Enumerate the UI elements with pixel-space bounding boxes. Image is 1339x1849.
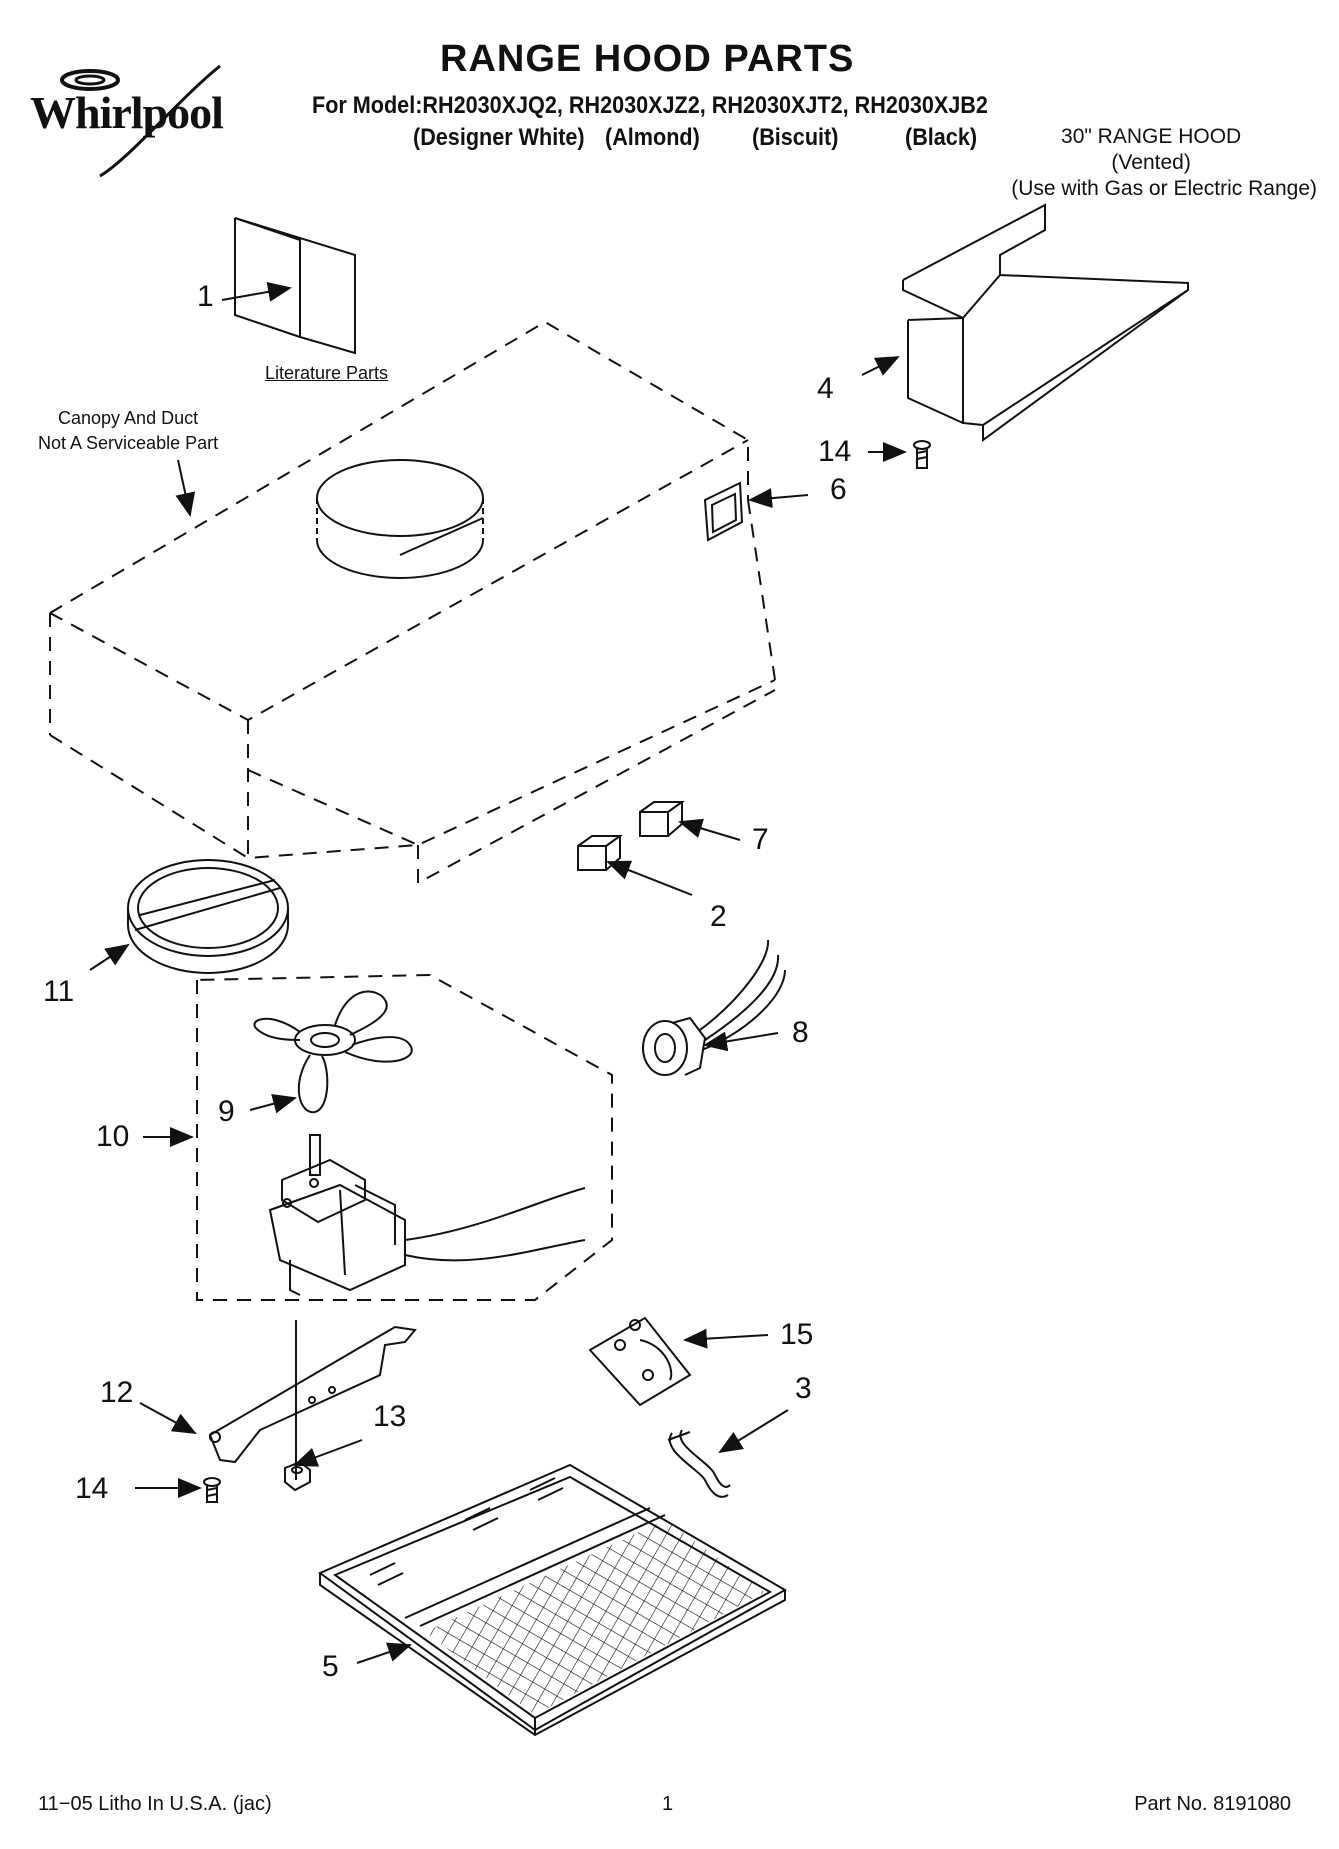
callout-8: 8 bbox=[792, 1016, 809, 1049]
hood-usage: (Use with Gas or Electric Range) bbox=[1011, 177, 1317, 200]
duct-collar bbox=[316, 459, 484, 579]
lamp-bracket bbox=[588, 1316, 692, 1407]
hex-nut bbox=[284, 1460, 311, 1492]
callout-4: 4 bbox=[817, 372, 834, 405]
callout-2: 2 bbox=[710, 900, 727, 933]
callout-13: 13 bbox=[373, 1400, 407, 1433]
callout-3: 3 bbox=[795, 1372, 812, 1405]
literature-parts-label: Literature Parts bbox=[265, 363, 389, 383]
callout-7: 7 bbox=[752, 823, 769, 856]
canopy-note-line1: Canopy And Duct bbox=[58, 408, 199, 428]
page-title: RANGE HOOD PARTS bbox=[440, 38, 855, 80]
callout-1: 1 bbox=[197, 280, 214, 313]
grease-filter bbox=[317, 1463, 788, 1737]
color-black: (Black) bbox=[905, 124, 978, 151]
footer-litho: 11−05 Litho In U.S.A. (jac) bbox=[38, 1793, 272, 1815]
color-almond: (Almond) bbox=[605, 124, 700, 151]
leader-arrows bbox=[89, 281, 907, 1664]
callout-10: 10 bbox=[96, 1120, 130, 1153]
screw-lower bbox=[203, 1477, 221, 1503]
wire-clip bbox=[667, 1429, 731, 1498]
callout-12: 12 bbox=[100, 1376, 134, 1409]
lamp-socket bbox=[642, 939, 786, 1076]
filter-mesh bbox=[425, 1520, 765, 1715]
brand-wordmark: Whirlpool bbox=[30, 87, 224, 138]
footer-page-number: 1 bbox=[662, 1793, 674, 1815]
damper-assembly bbox=[902, 203, 1189, 442]
color-biscuit: (Biscuit) bbox=[752, 124, 839, 151]
callout-11: 11 bbox=[43, 975, 75, 1008]
screw-upper bbox=[913, 440, 931, 469]
blower-motor bbox=[268, 1134, 586, 1296]
whirlpool-logo: Whirlpool bbox=[30, 58, 280, 178]
callout-6: 6 bbox=[830, 473, 847, 506]
canopy-outline bbox=[49, 320, 776, 885]
hood-type: (Vented) bbox=[1111, 151, 1191, 174]
hood-size: 30" RANGE HOOD bbox=[1061, 125, 1242, 148]
logo-swirl-icon bbox=[60, 64, 221, 178]
callout-14-upper: 14 bbox=[818, 435, 852, 468]
canopy-note: Canopy And Duct Not A Serviceable Part bbox=[38, 406, 218, 456]
color-designer-white: (Designer White) bbox=[413, 124, 585, 151]
hood-description: 30" RANGE HOOD (Vented) (Use with Gas or… bbox=[1011, 124, 1317, 202]
callout-9: 9 bbox=[218, 1095, 235, 1128]
callout-14-lower: 14 bbox=[75, 1472, 109, 1505]
damper-ring bbox=[127, 859, 289, 974]
footer-part-number: Part No. 8191080 bbox=[1134, 1793, 1291, 1815]
callout-5: 5 bbox=[322, 1650, 339, 1683]
model-list: For Model:RH2030XJQ2, RH2030XJZ2, RH2030… bbox=[312, 92, 988, 119]
callout-15: 15 bbox=[780, 1318, 814, 1351]
canopy-note-line2: Not A Serviceable Part bbox=[38, 433, 219, 453]
rating-label bbox=[703, 481, 744, 542]
filter-glare-marks bbox=[369, 1477, 564, 1586]
literature-booklet bbox=[234, 217, 356, 355]
blower-housing-outline bbox=[196, 973, 613, 1301]
switch-7 bbox=[639, 801, 686, 837]
fan-blade bbox=[253, 990, 413, 1114]
